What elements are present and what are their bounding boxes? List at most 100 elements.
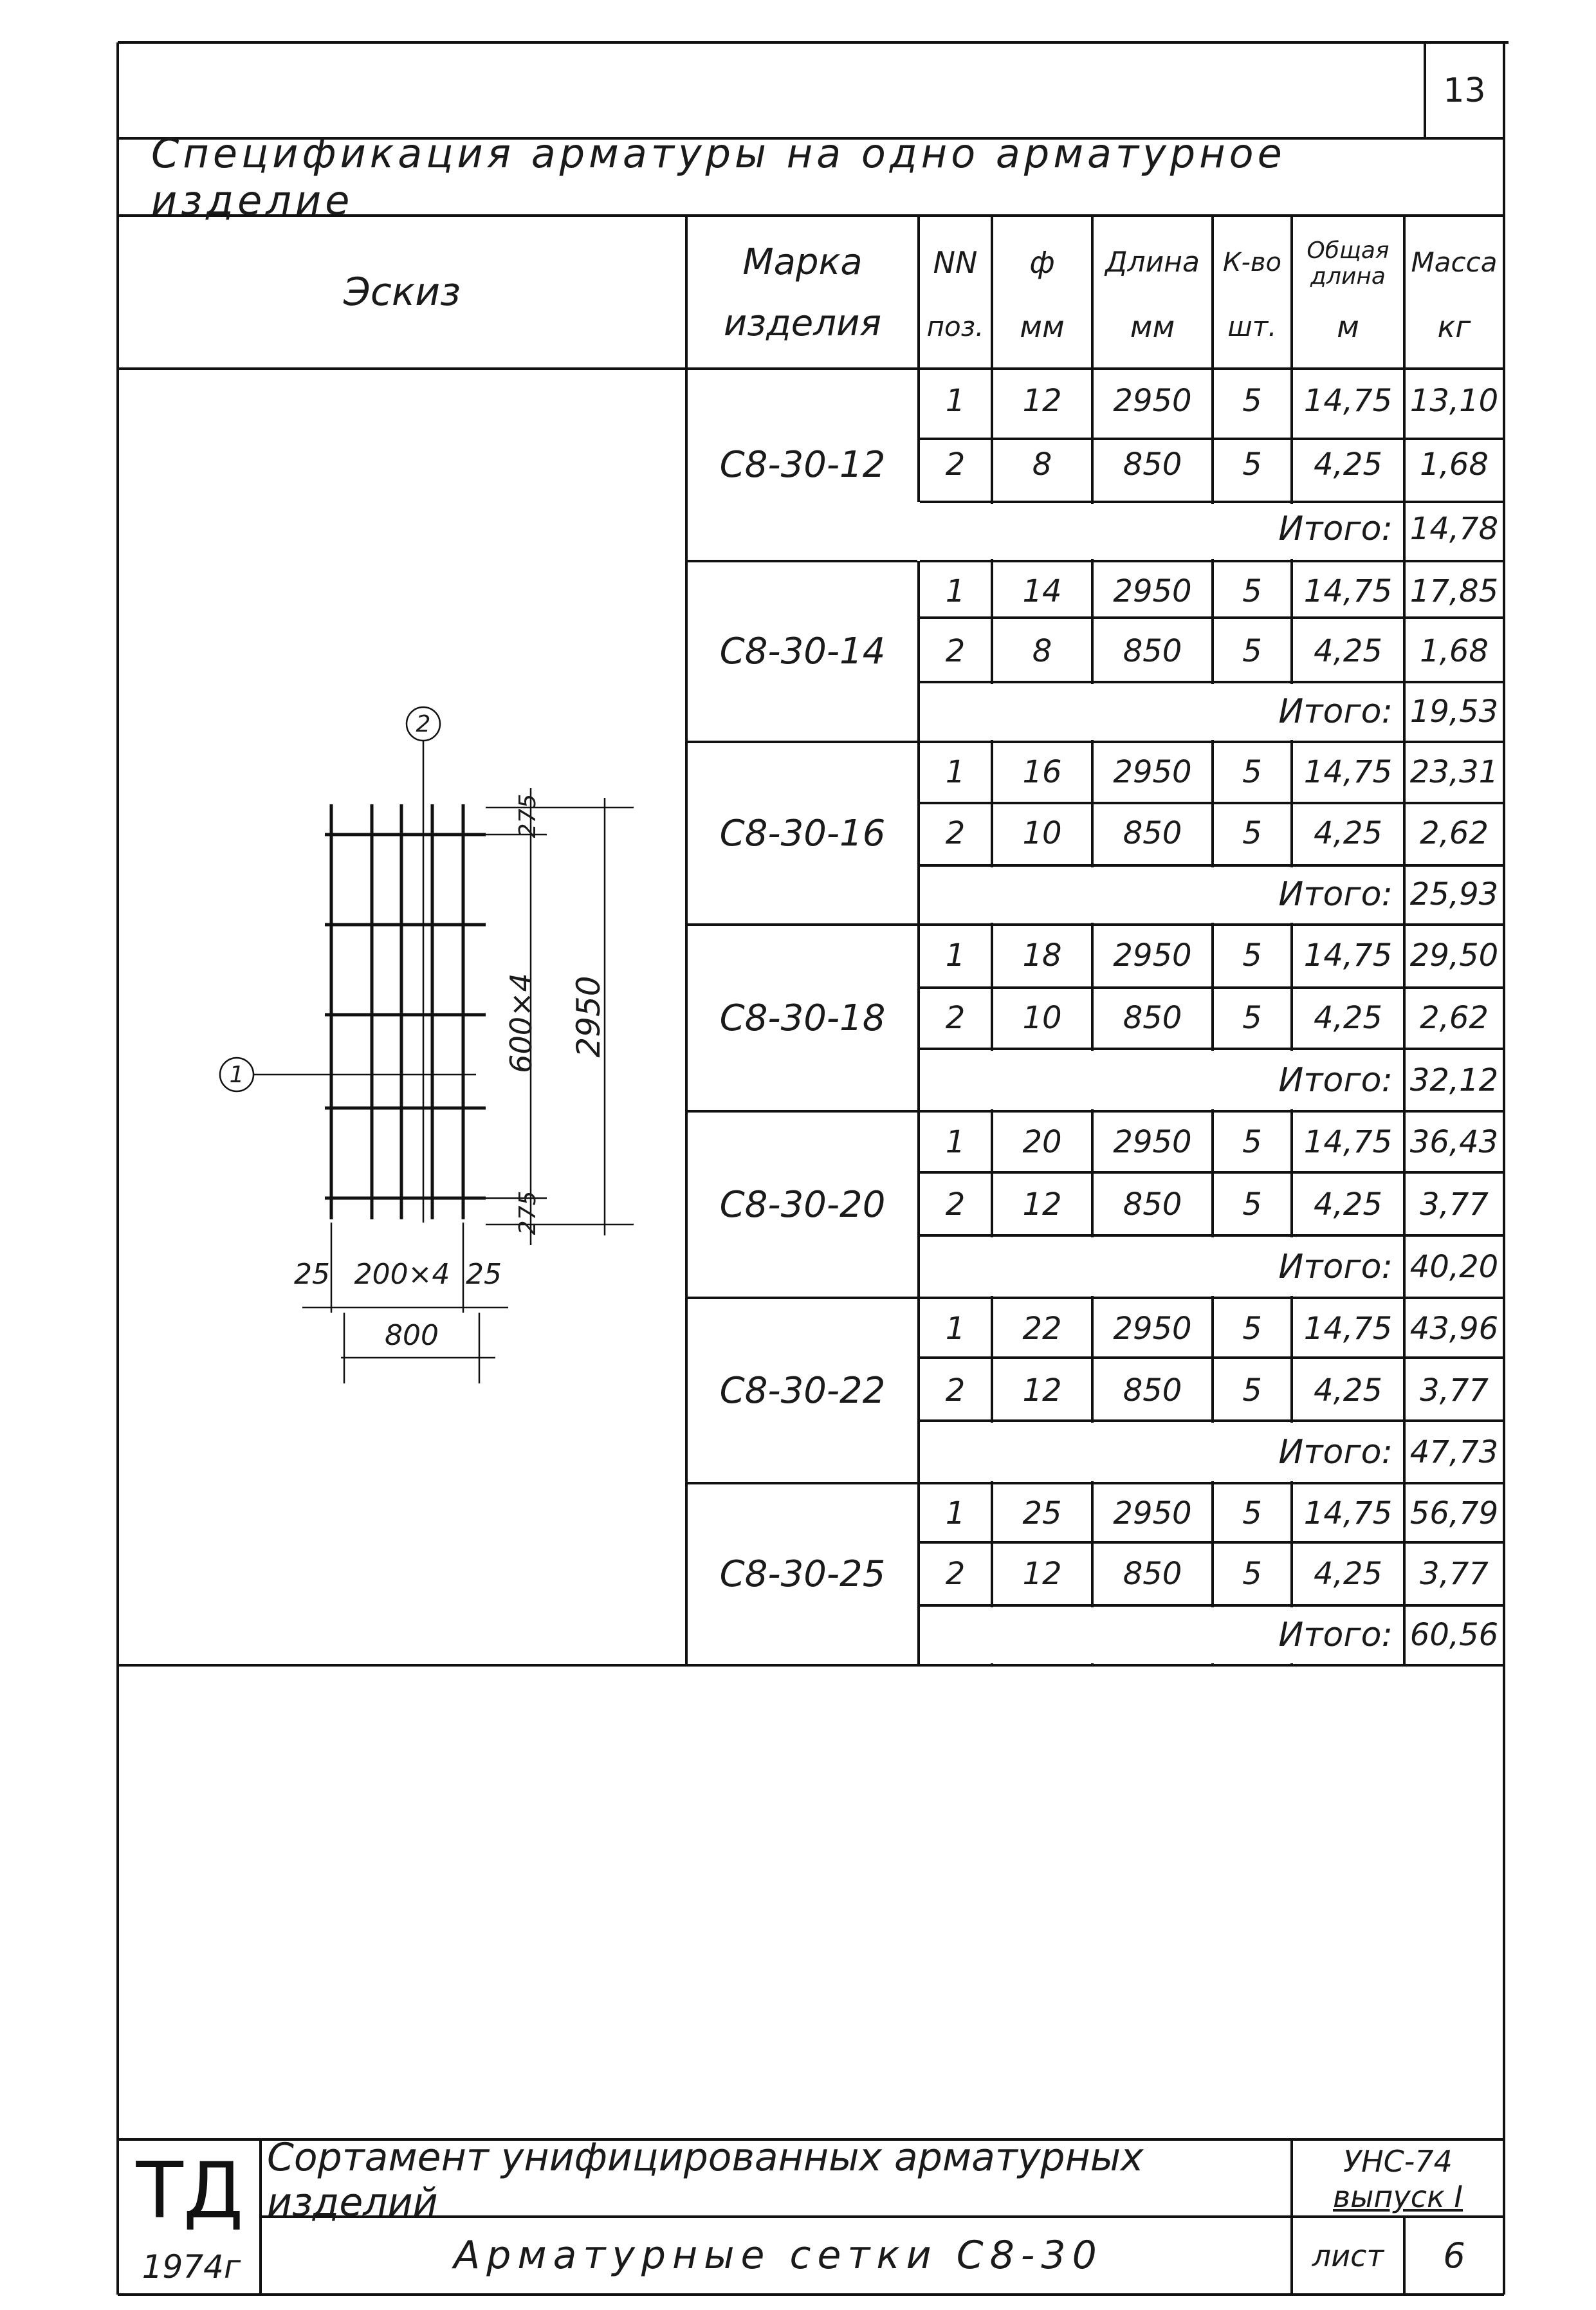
cell-dia: 10 bbox=[1022, 999, 1062, 1036]
itogo-value: 14,78 bbox=[1409, 511, 1499, 548]
cell-mass: 36,43 bbox=[1409, 1124, 1499, 1161]
cell-len: 2950 bbox=[1113, 1495, 1192, 1532]
cell-total: 14,75 bbox=[1303, 754, 1393, 791]
cell-dia: 16 bbox=[1022, 754, 1062, 791]
cell-qty: 5 bbox=[1242, 1124, 1262, 1161]
cell-qty: 5 bbox=[1242, 1372, 1262, 1409]
header-mark-line1: Марка bbox=[742, 241, 863, 283]
header-qty-line1: К-во bbox=[1223, 247, 1281, 277]
dim-middle: 600×4 bbox=[504, 973, 538, 1073]
cell-total: 4,25 bbox=[1314, 999, 1382, 1036]
itogo-value: 25,93 bbox=[1409, 876, 1499, 912]
cell-dia: 22 bbox=[1022, 1311, 1062, 1347]
title-block-logo: ТД bbox=[136, 2146, 244, 2236]
cell-pos: 1 bbox=[945, 1311, 966, 1347]
itogo-mask bbox=[921, 1423, 1403, 1481]
product-mark: С8-30-12 bbox=[719, 444, 886, 486]
cell-total: 4,25 bbox=[1314, 1556, 1382, 1593]
cell-total: 14,75 bbox=[1303, 1124, 1393, 1161]
header-sketch: Эскиз bbox=[343, 270, 461, 315]
cell-pos: 1 bbox=[945, 573, 966, 609]
cell-mass: 29,50 bbox=[1409, 938, 1499, 974]
cell-mass: 3,77 bbox=[1420, 1372, 1489, 1409]
dim-left: 25 bbox=[294, 1257, 330, 1291]
itogo-mask bbox=[921, 1607, 1403, 1663]
cell-qty: 5 bbox=[1242, 573, 1262, 609]
cell-len: 2950 bbox=[1113, 754, 1192, 791]
cell-dia: 12 bbox=[1022, 1186, 1062, 1223]
itogo-label: Итого: bbox=[1278, 1060, 1393, 1100]
cell-qty: 5 bbox=[1242, 999, 1262, 1036]
cell-dia: 14 bbox=[1022, 573, 1062, 609]
callout-2: 2 bbox=[416, 710, 431, 737]
cell-total: 4,25 bbox=[1314, 447, 1382, 483]
cell-total: 14,75 bbox=[1303, 382, 1393, 419]
header-len-line1: Длина bbox=[1105, 246, 1200, 279]
product-mark: С8-30-16 bbox=[719, 812, 886, 855]
product-mark: С8-30-18 bbox=[719, 997, 886, 1039]
cell-pos: 1 bbox=[945, 1124, 966, 1161]
cell-pos: 2 bbox=[945, 999, 966, 1036]
cell-pos: 2 bbox=[945, 815, 966, 851]
itogo-mask bbox=[921, 504, 1403, 559]
cell-mass: 2,62 bbox=[1420, 815, 1489, 851]
itogo-mask bbox=[921, 1237, 1403, 1296]
cell-mass: 17,85 bbox=[1409, 573, 1499, 609]
header-dia-line2: мм bbox=[1020, 309, 1065, 344]
cell-mass: 56,79 bbox=[1409, 1495, 1499, 1532]
sheet-number: 6 bbox=[1443, 2235, 1465, 2276]
header-qty-line2: шт. bbox=[1227, 311, 1277, 342]
cell-mass: 3,77 bbox=[1420, 1186, 1489, 1223]
itogo-mask bbox=[921, 684, 1403, 740]
cell-len: 850 bbox=[1123, 1372, 1182, 1409]
title-block-year: 1974г bbox=[142, 2248, 241, 2286]
cell-len: 2950 bbox=[1113, 1124, 1192, 1161]
cell-len: 850 bbox=[1123, 999, 1182, 1036]
cell-mass: 23,31 bbox=[1409, 754, 1499, 791]
cell-pos: 1 bbox=[945, 754, 966, 791]
cell-len: 2950 bbox=[1113, 1311, 1192, 1347]
itogo-mask bbox=[921, 1051, 1403, 1109]
cell-qty: 5 bbox=[1242, 382, 1262, 419]
header-mark-line2: изделия bbox=[723, 302, 882, 344]
cell-dia: 12 bbox=[1022, 1372, 1062, 1409]
itogo-value: 60,56 bbox=[1409, 1616, 1499, 1653]
cell-mass: 3,77 bbox=[1420, 1556, 1489, 1593]
itogo-value: 40,20 bbox=[1409, 1248, 1499, 1285]
cell-len: 2950 bbox=[1113, 573, 1192, 609]
header-len-line2: мм bbox=[1130, 309, 1175, 344]
cell-qty: 5 bbox=[1242, 447, 1262, 483]
page-number: 13 bbox=[1443, 71, 1486, 110]
dim-overall: 2950 bbox=[570, 975, 607, 1058]
itogo-label: Итого: bbox=[1278, 1247, 1393, 1286]
cell-len: 850 bbox=[1123, 1186, 1182, 1223]
code-line2: выпуск I bbox=[1333, 2179, 1463, 2214]
product-mark: С8-30-20 bbox=[719, 1183, 886, 1226]
itogo-mask bbox=[921, 867, 1403, 923]
cell-pos: 2 bbox=[945, 633, 966, 670]
itogo-value: 32,12 bbox=[1409, 1062, 1499, 1098]
header-mass-line1: Масса bbox=[1411, 246, 1498, 278]
cell-mass: 1,68 bbox=[1420, 633, 1489, 670]
dim-width: 800 bbox=[385, 1318, 439, 1352]
dim-cells: 200×4 bbox=[354, 1257, 450, 1291]
sheet-name: Арматурные сетки С8-30 bbox=[454, 2233, 1103, 2278]
cell-len: 850 bbox=[1123, 633, 1182, 670]
cell-qty: 5 bbox=[1242, 938, 1262, 974]
product-mark: С8-30-25 bbox=[719, 1553, 886, 1595]
product-mark: С8-30-14 bbox=[719, 631, 886, 672]
cell-dia: 12 bbox=[1022, 1556, 1062, 1593]
itogo-label: Итого: bbox=[1278, 874, 1393, 914]
cell-len: 850 bbox=[1123, 447, 1182, 483]
cell-len: 850 bbox=[1123, 815, 1182, 851]
cell-pos: 2 bbox=[945, 447, 966, 483]
dim-top: 275 bbox=[514, 793, 541, 838]
cell-pos: 1 bbox=[945, 1495, 966, 1532]
header-mass-line2: кг bbox=[1437, 309, 1471, 344]
cell-dia: 12 bbox=[1022, 382, 1062, 419]
cell-mass: 43,96 bbox=[1409, 1311, 1499, 1347]
itogo-label: Итого: bbox=[1278, 1615, 1393, 1654]
cell-dia: 8 bbox=[1032, 633, 1052, 670]
cell-total: 4,25 bbox=[1314, 633, 1382, 670]
header-dia-line1: ф bbox=[1029, 245, 1055, 280]
